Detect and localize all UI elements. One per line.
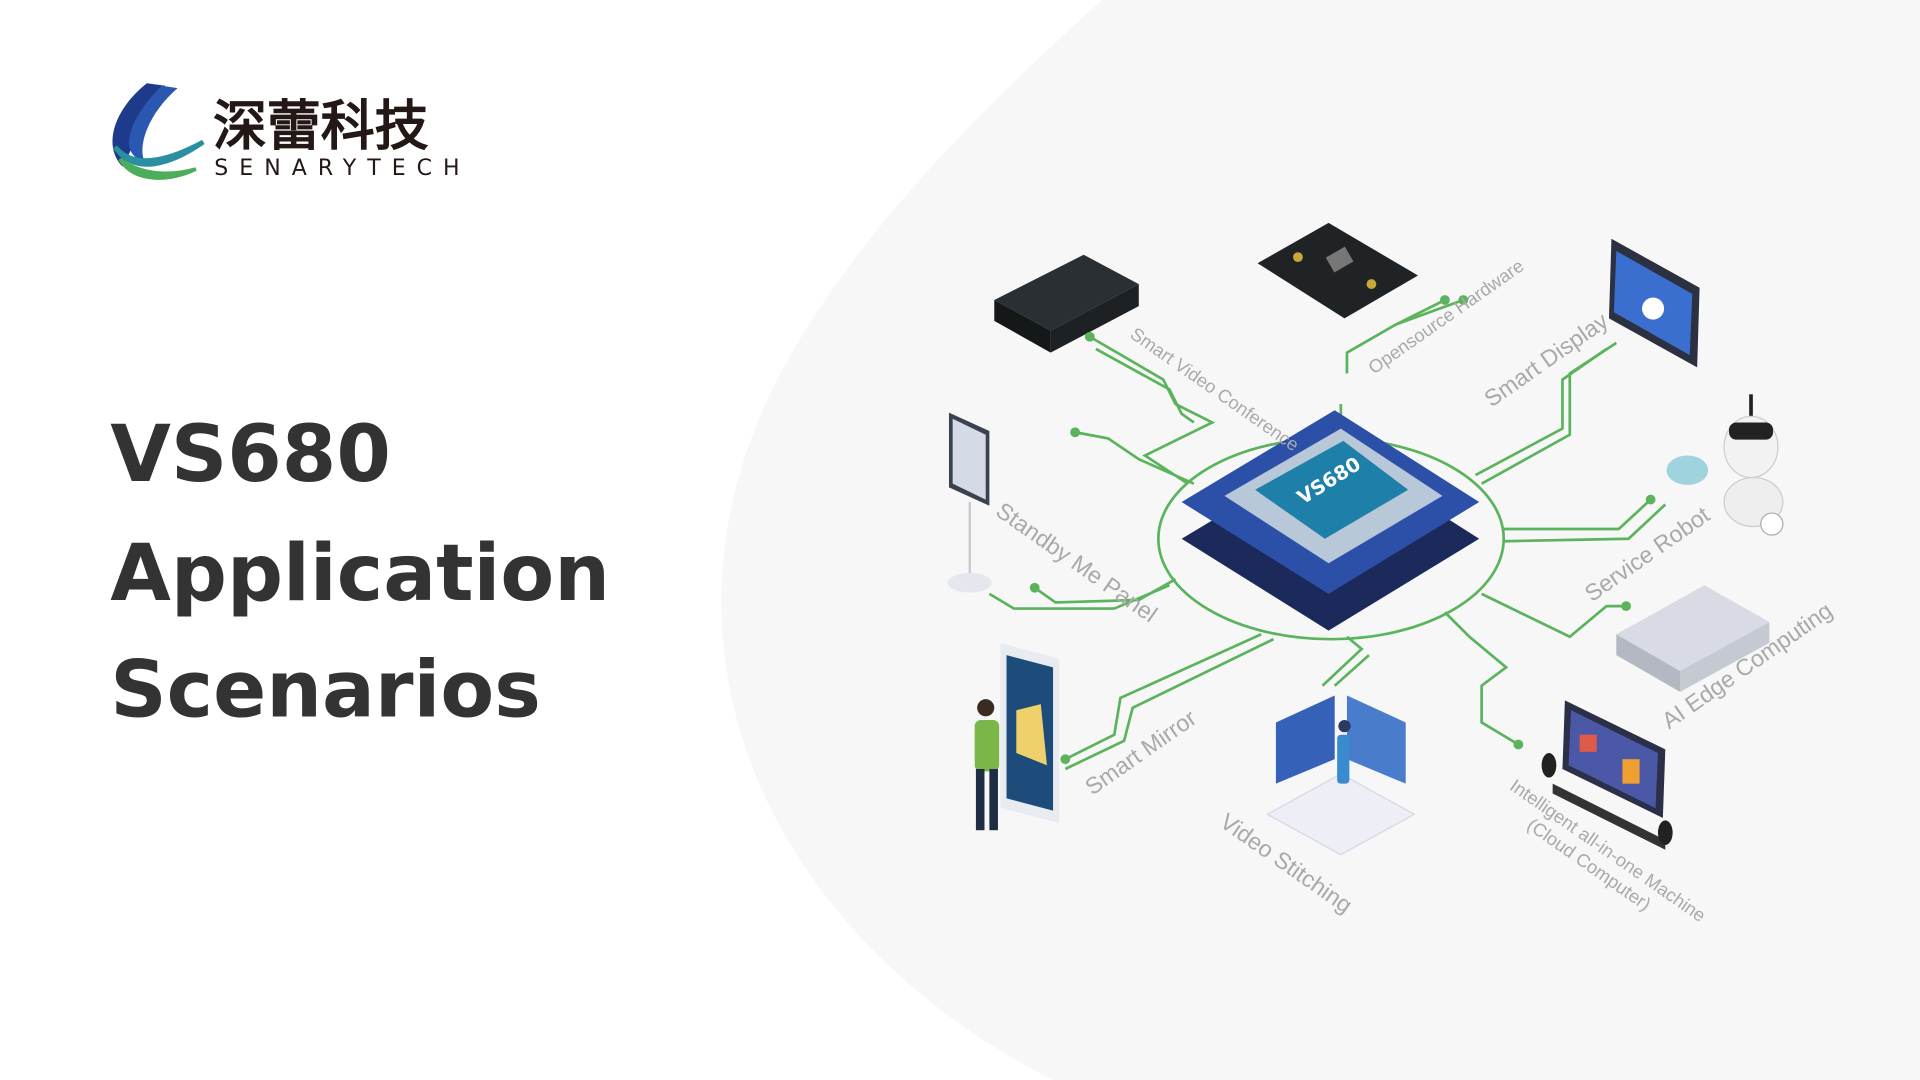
- wire-dots: [1029, 295, 1656, 765]
- circuit-board-icon: [1257, 222, 1418, 319]
- logo: 深蕾科技 SENARYTECH: [112, 83, 470, 181]
- ai-edge-server-icon: [1616, 585, 1770, 692]
- service-robot-icon: [1666, 394, 1784, 536]
- all-in-one-machine-icon: [1541, 700, 1673, 850]
- page-title-line-2: Application: [110, 528, 610, 619]
- logo-english-text: SENARYTECH: [214, 156, 470, 181]
- video-stitching-icon: [1266, 695, 1416, 856]
- smart-display-icon: [1608, 238, 1700, 368]
- circuit-wires: [988, 298, 1667, 771]
- logo-chinese-text: 深蕾科技: [213, 94, 429, 157]
- video-conference-device-icon: [994, 254, 1139, 353]
- smart-mirror-icon: [974, 642, 1060, 831]
- page-title-line-1: VS680: [110, 409, 391, 500]
- standby-me-panel-icon: [947, 412, 992, 593]
- page-title-line-3: Scenarios: [110, 644, 541, 735]
- vs680-chip: VS680: [1181, 410, 1480, 631]
